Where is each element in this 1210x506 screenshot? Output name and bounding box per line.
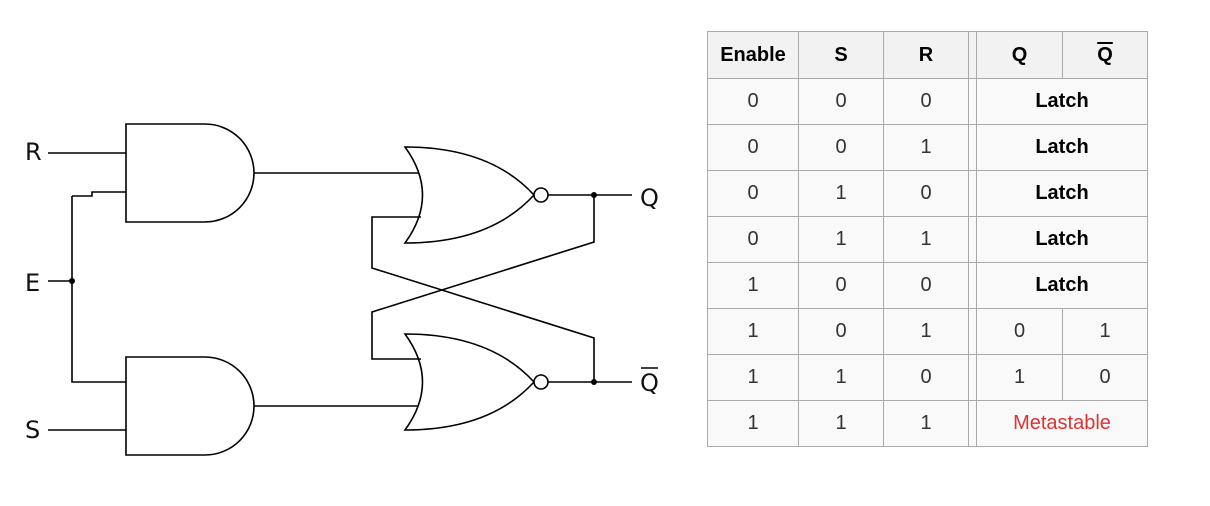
cell-s: 0 <box>798 78 884 125</box>
cell-output-metastable: Metastable <box>976 400 1148 447</box>
header-q: Q <box>976 31 1063 79</box>
cell-enable: 1 <box>707 354 799 401</box>
cell-enable: 0 <box>707 170 799 217</box>
cell-enable: 0 <box>707 78 799 125</box>
cell-separator <box>968 216 977 263</box>
cell-enable: 1 <box>707 400 799 447</box>
header-enable: Enable <box>707 31 799 79</box>
gated-sr-latch-diagram: R E S Q Q <box>25 123 659 456</box>
enable-junction-dot <box>69 278 75 284</box>
wire-enable <box>48 191 126 383</box>
cell-q-bar: 1 <box>1062 308 1148 355</box>
cell-separator <box>968 400 977 447</box>
cell-r: 1 <box>883 400 969 447</box>
cell-r: 0 <box>883 78 969 125</box>
cell-separator <box>968 354 977 401</box>
header-s: S <box>798 31 884 79</box>
and-gate-top <box>125 123 255 223</box>
table-row: 1 1 0 1 0 <box>707 354 1148 401</box>
cell-q: 0 <box>976 308 1063 355</box>
header-separator <box>968 31 977 79</box>
table-row: 0 0 1 Latch <box>707 124 1148 171</box>
cell-s: 1 <box>798 170 884 217</box>
cell-r: 0 <box>883 170 969 217</box>
cell-r: 0 <box>883 262 969 309</box>
nor-gate-bottom-bubble <box>533 374 549 390</box>
table-row: 1 0 1 0 1 <box>707 308 1148 355</box>
cell-separator <box>968 262 977 309</box>
output-label-q: Q <box>640 184 659 212</box>
cell-s: 0 <box>798 262 884 309</box>
cell-output: Latch <box>976 170 1148 217</box>
cell-r: 1 <box>883 124 969 171</box>
nor-gate-top <box>403 146 536 244</box>
cell-r: 1 <box>883 216 969 263</box>
cell-q-bar: 0 <box>1062 354 1148 401</box>
input-label-s: S <box>25 416 40 444</box>
cell-output: Latch <box>976 216 1148 263</box>
cell-output: Latch <box>976 124 1148 171</box>
cell-enable: 1 <box>707 262 799 309</box>
cell-separator <box>968 78 977 125</box>
cell-separator <box>968 170 977 217</box>
header-q-bar: Q <box>1062 31 1148 79</box>
table-row: 0 0 0 Latch <box>707 78 1148 125</box>
header-r: R <box>883 31 969 79</box>
cell-enable: 0 <box>707 124 799 171</box>
nor-gate-bottom <box>403 333 536 431</box>
cell-separator <box>968 308 977 355</box>
cell-enable: 0 <box>707 216 799 263</box>
cell-s: 1 <box>798 216 884 263</box>
table-row: 0 1 0 Latch <box>707 170 1148 217</box>
output-label-q-bar: Q <box>640 369 659 397</box>
cell-r: 1 <box>883 308 969 355</box>
cell-s: 0 <box>798 124 884 171</box>
nor-gate-top-bubble <box>533 187 549 203</box>
table-row: 1 0 0 Latch <box>707 262 1148 309</box>
cell-output: Latch <box>976 78 1148 125</box>
input-label-e: E <box>25 269 40 297</box>
cell-s: 1 <box>798 354 884 401</box>
cell-output: Latch <box>976 262 1148 309</box>
cell-s: 0 <box>798 308 884 355</box>
cell-r: 0 <box>883 354 969 401</box>
cell-q: 1 <box>976 354 1063 401</box>
cell-s: 1 <box>798 400 884 447</box>
input-label-r: R <box>25 138 42 166</box>
wire-feedback-q-to-bottom-nor <box>371 195 595 360</box>
truth-table: Enable S R Q Q 0 0 0 Latch 0 0 1 Latch 0… <box>707 31 1148 447</box>
wire-feedback-q-bar-to-top-nor <box>371 216 595 382</box>
truth-table-header-row: Enable S R Q Q <box>707 31 1148 79</box>
cell-enable: 1 <box>707 308 799 355</box>
and-gate-bottom <box>125 356 255 456</box>
cell-separator <box>968 124 977 171</box>
table-row: 1 1 1 Metastable <box>707 400 1148 447</box>
table-row: 0 1 1 Latch <box>707 216 1148 263</box>
